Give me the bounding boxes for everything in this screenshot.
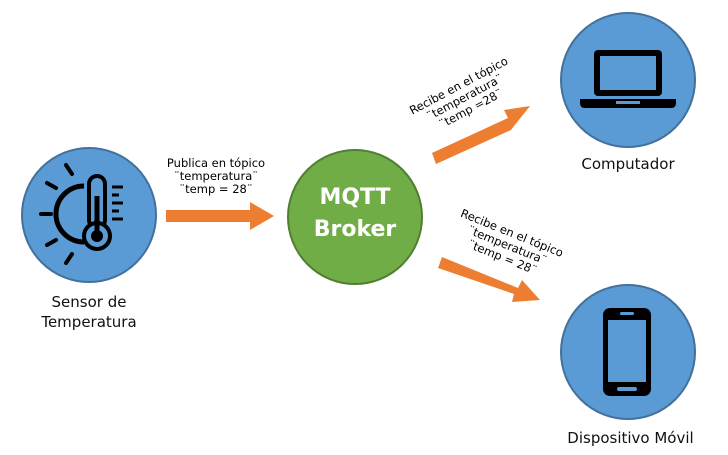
arrow-to-phone (438, 257, 540, 302)
sensor-label-line2: Temperatura (41, 313, 137, 331)
laptop-icon (580, 50, 676, 108)
broker-title: MQTT Broker (288, 182, 422, 246)
thermometer-sun-icon (39, 163, 123, 265)
arrow-to-computer (432, 106, 530, 164)
sensor-label-line1: Sensor de (51, 293, 127, 311)
arrow-publish (166, 202, 274, 230)
publish-label-line3: ¨temp = 28¨ (179, 182, 253, 196)
broker-title-line2: Broker (313, 217, 397, 242)
publish-label-line1: Publica en tópico (166, 156, 266, 170)
broker-node (287, 149, 423, 285)
publish-label: Publica en tópico ¨temperatura¨ ¨temp = … (160, 157, 272, 196)
computer-label: Computador (581, 155, 675, 173)
publish-label-line2: ¨temperatura¨ (173, 169, 258, 183)
smartphone-icon (603, 308, 651, 396)
phone-label: Dispositivo Móvil (567, 429, 694, 447)
sensor-label: Sensor de Temperatura (19, 292, 159, 332)
broker-title-line1: MQTT (319, 185, 391, 210)
